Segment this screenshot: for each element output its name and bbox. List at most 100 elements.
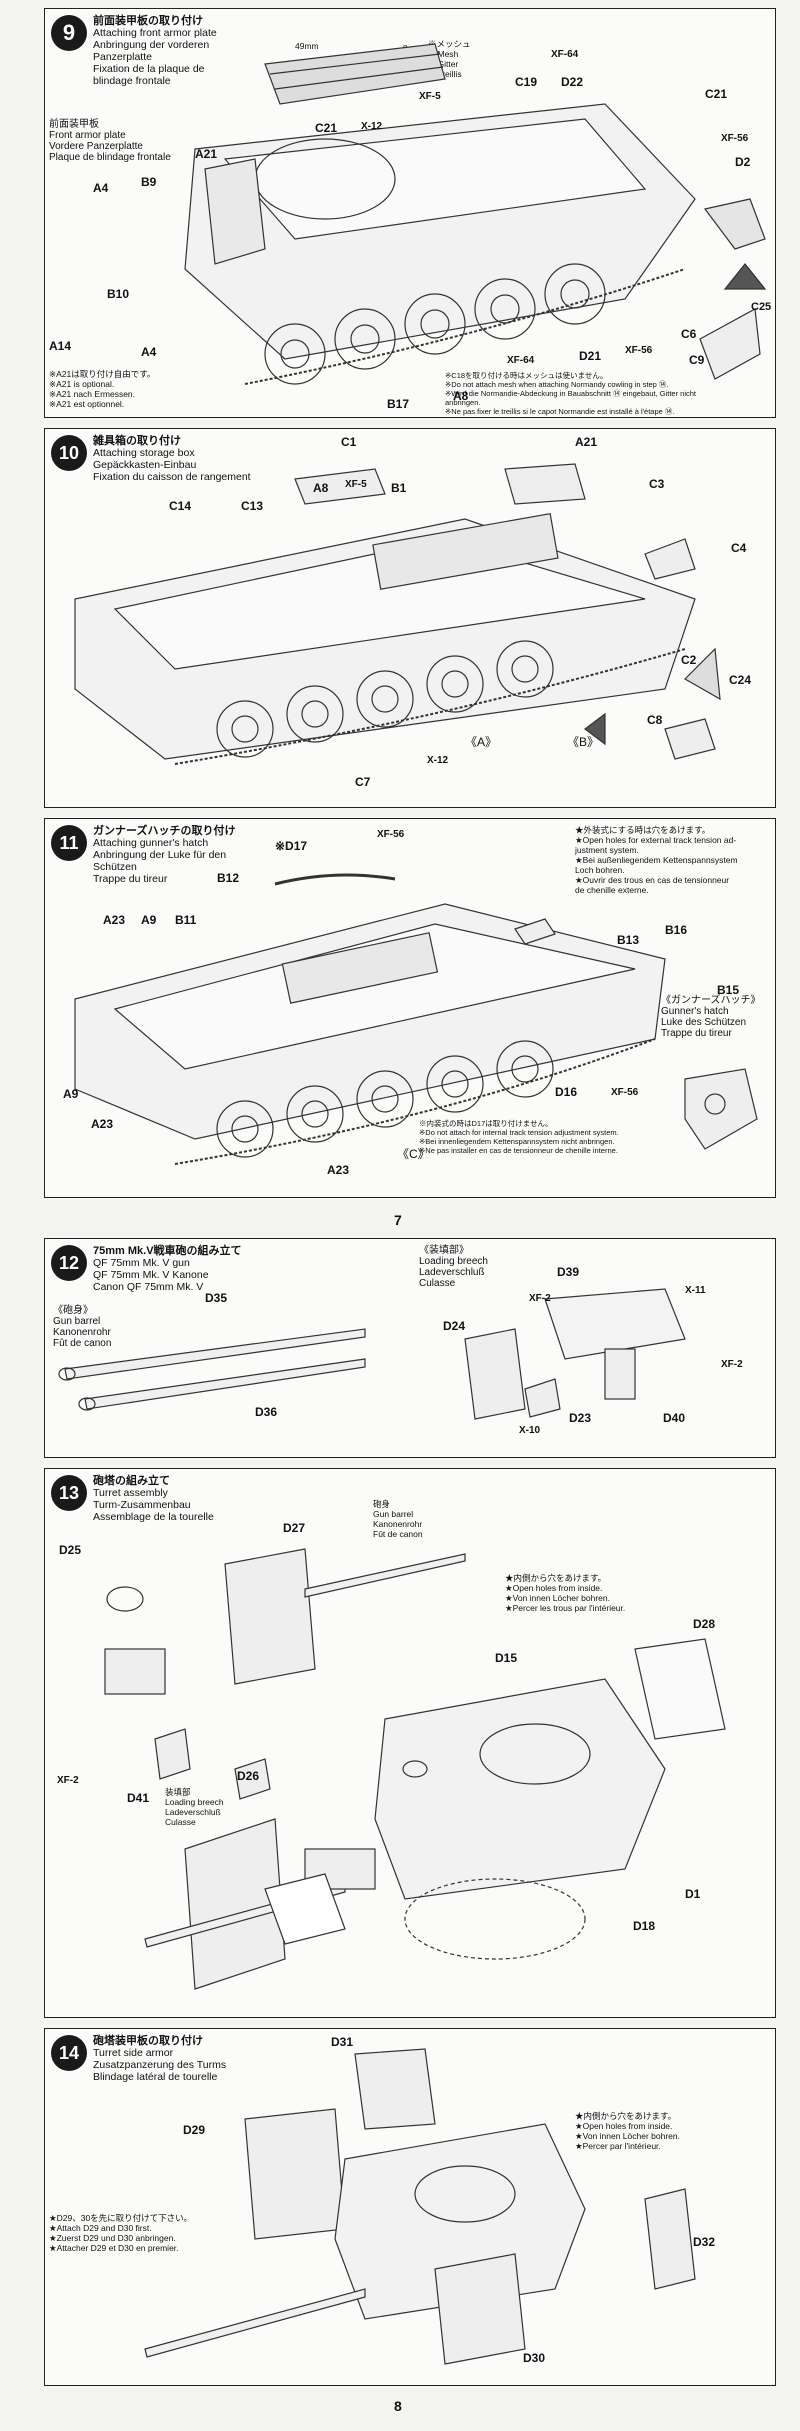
page-number-8: 8 bbox=[394, 2398, 402, 2414]
title-fr: Assemblage de la tourelle bbox=[93, 1511, 214, 1523]
barrel-fr: Fût de canon bbox=[373, 1529, 423, 1539]
label-X-12: X-12 bbox=[361, 121, 383, 132]
label-C8: C8 bbox=[647, 713, 663, 727]
breech-fr: Culasse bbox=[419, 1278, 456, 1289]
label-C1: C1 bbox=[341, 435, 357, 449]
label-D1: D1 bbox=[685, 1887, 701, 1901]
breech-jp: 《装填部》 bbox=[419, 1245, 469, 1256]
label-B17: B17 bbox=[387, 397, 410, 411]
label-C13: C13 bbox=[241, 499, 264, 513]
breech-de: Ladeverschluß bbox=[165, 1807, 221, 1817]
label-D32: D32 bbox=[693, 2235, 716, 2249]
label-B9: B9 bbox=[141, 175, 157, 189]
optional-en: ※A21 is optional. bbox=[49, 379, 115, 389]
label-A8: A8 bbox=[313, 481, 329, 495]
mesh-caption: ※メッシュ ※ Mesh ※ Gitter ※ Treillis bbox=[428, 39, 471, 79]
first-de: ★Zuerst D29 und D30 anbringen. bbox=[49, 2233, 176, 2243]
label-C-ref: 《C》 bbox=[397, 1147, 430, 1161]
title-en: Attaching front armor plate bbox=[93, 27, 217, 39]
barrel-caption: 《砲身》 Gun barrel Kanonenrohr Fût de canon bbox=[53, 1305, 111, 1349]
first-jp: ★D29、30を先に取り付けて下さい。 bbox=[49, 2213, 193, 2223]
label-XF-2: XF-2 bbox=[529, 1293, 551, 1304]
hatch-fr: Trappe du tireur bbox=[661, 1028, 732, 1039]
step-14-panel: 14 砲塔装甲板の取り付け Turret side armor Zusatzpa… bbox=[44, 2028, 776, 2386]
label-B13: B13 bbox=[617, 933, 640, 947]
label-D16: D16 bbox=[555, 1085, 578, 1099]
title-de: Turm-Zusammenbau bbox=[93, 1499, 191, 1511]
hatch-de: Luke des Schützen bbox=[661, 1017, 747, 1028]
breech-fr: Culasse bbox=[165, 1817, 196, 1827]
title-fr: Blindage latéral de tourelle bbox=[93, 2071, 218, 2083]
step-number: 13 bbox=[51, 1475, 87, 1511]
label-D17: ※D17 bbox=[275, 839, 308, 853]
title-en: Attaching storage box bbox=[93, 447, 195, 459]
label-B16: B16 bbox=[665, 923, 688, 937]
title-de-2: Schützen bbox=[93, 861, 137, 873]
ext-en: ★Open holes for external track tension a… bbox=[575, 835, 737, 845]
label-A23-b: A23 bbox=[91, 1117, 114, 1131]
holes-en: ★Open holes from inside. bbox=[505, 1583, 603, 1593]
label-C25: C25 bbox=[751, 301, 772, 313]
label-D27: D27 bbox=[283, 1521, 306, 1535]
sub-caption: 前面装甲板 Front armor plate Vordere Panzerpl… bbox=[49, 119, 171, 163]
int-en: ※Do not attach for internal track tensio… bbox=[419, 1128, 619, 1137]
step-title: 砲塔装甲板の取り付け Turret side armor Zusatzpanze… bbox=[93, 2035, 226, 2083]
step-title: ガンナーズハッチの取り付け Attaching gunner's hatch A… bbox=[93, 825, 235, 885]
title-de: Zusatzpanzerung des Turms bbox=[93, 2059, 227, 2071]
title-jp: 砲塔装甲板の取り付け bbox=[93, 2035, 203, 2047]
barrel-fr: Fût de canon bbox=[53, 1338, 112, 1349]
label-C2: C2 bbox=[681, 653, 697, 667]
sub-de: Vordere Panzerplatte bbox=[49, 141, 143, 152]
step-number: 11 bbox=[51, 825, 87, 861]
step-title: 砲塔の組み立て Turret assembly Turm-Zusammenbau… bbox=[93, 1475, 214, 1523]
holes-jp: ★内側から穴をあけます。 bbox=[505, 1573, 607, 1583]
label-C21: C21 bbox=[315, 121, 338, 135]
label-D22: D22 bbox=[561, 75, 584, 89]
hatch-en: Gunner's hatch bbox=[661, 1006, 729, 1017]
hatch-jp: 《ガンナーズハッチ》 bbox=[661, 995, 761, 1006]
label-A21: A21 bbox=[195, 147, 218, 161]
label-C3: C3 bbox=[649, 477, 665, 491]
label-XF-2-b: XF-2 bbox=[721, 1359, 743, 1370]
barrel-de: Kanonenrohr bbox=[373, 1519, 423, 1529]
label-C19: C19 bbox=[515, 75, 538, 89]
barrel-caption: 砲身 Gun barrel Kanonenrohr Fût de canon bbox=[373, 1499, 423, 1539]
title-en: Turret side armor bbox=[93, 2047, 174, 2059]
holes-fr: ★Percer par l'intérieur. bbox=[575, 2141, 661, 2151]
label-A8: A8 bbox=[453, 389, 469, 403]
mesh-jp: ※メッシュ bbox=[428, 39, 471, 49]
first-fr: ★Attacher D29 et D30 en premier. bbox=[49, 2243, 179, 2253]
label-D25: D25 bbox=[59, 1543, 82, 1557]
label-XF-56: XF-56 bbox=[721, 133, 749, 144]
label-XF-5: XF-5 bbox=[345, 479, 367, 490]
first-en: ★Attach D29 and D30 first. bbox=[49, 2223, 152, 2233]
label-X-11: X-11 bbox=[685, 1285, 706, 1296]
title-en: Turret assembly bbox=[93, 1487, 168, 1499]
title-de: Anbringung der Luke für den bbox=[93, 849, 227, 861]
dim-49: 49mm bbox=[295, 41, 319, 51]
step-12-panel: 12 75mm Mk.V戦車砲の組み立て QF 75mm Mk. V gun Q… bbox=[44, 1238, 776, 1458]
holes-jp: ★内側から穴をあけます。 bbox=[575, 2111, 677, 2121]
label-D35: D35 bbox=[205, 1291, 228, 1305]
label-A23-c: A23 bbox=[327, 1163, 350, 1177]
barrel-jp: 《砲身》 bbox=[53, 1305, 93, 1316]
step-10-drawing bbox=[74, 463, 721, 765]
label-D18: D18 bbox=[633, 1919, 656, 1933]
title-de: Anbringung der vorderen bbox=[93, 39, 210, 51]
holes-note: ★内側から穴をあけます。 ★Open holes from inside. ★V… bbox=[505, 1573, 625, 1613]
int-jp: ※内装式の時はD17は取り付けません。 bbox=[419, 1119, 553, 1128]
title-de-2: Panzerplatte bbox=[93, 51, 152, 63]
label-A4: A4 bbox=[93, 181, 109, 195]
label-D28: D28 bbox=[693, 1617, 716, 1631]
step-number: 9 bbox=[51, 15, 87, 51]
label-B1: B1 bbox=[391, 481, 407, 495]
holes-de: ★Von innen Löcher bohren. bbox=[575, 2131, 680, 2141]
label-A9: A9 bbox=[141, 913, 157, 927]
mesh-en: ※ Mesh bbox=[428, 49, 459, 59]
breech-jp: 装填部 bbox=[165, 1787, 191, 1797]
mesh-de: ※ Gitter bbox=[428, 59, 459, 69]
label-X-12: X-12 bbox=[427, 755, 449, 766]
label-D23: D23 bbox=[569, 1411, 592, 1425]
label-A21: A21 bbox=[575, 435, 598, 449]
title-en: Attaching gunner's hatch bbox=[93, 837, 209, 849]
